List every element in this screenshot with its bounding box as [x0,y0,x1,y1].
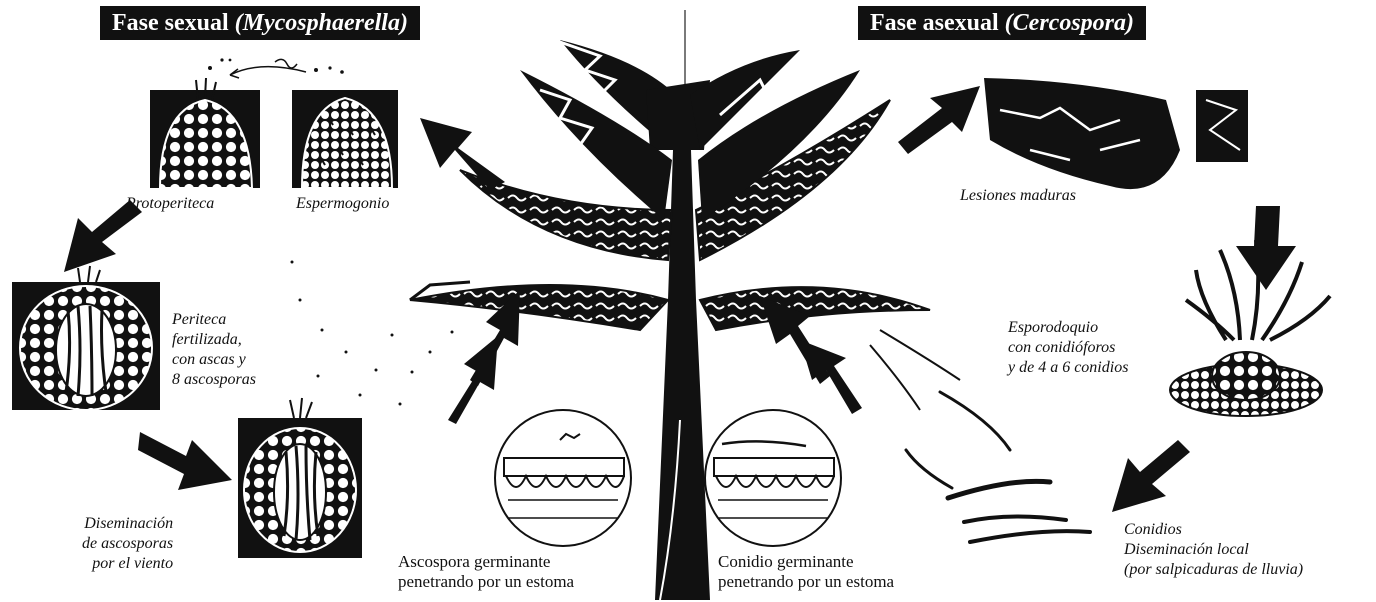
leaf-right-lower [700,287,930,330]
label-lesiones-maduras: Lesiones maduras [960,186,1076,206]
mature-lesion-leaf [984,78,1248,189]
conidia-drawing [906,392,1090,542]
label-ascospora-germinante: Ascospora germinante penetrando por un e… [398,552,574,592]
arrow-to-lesions [898,86,980,154]
label-periteca: Periteca fertilizada, con ascas y 8 asco… [172,310,256,390]
sexual-phase-title: Fase sexual (Mycosphaerella) [100,6,420,40]
arrow-to-espermogonio [420,118,505,190]
transfer-arrow [230,67,306,75]
asexual-phase-title: Fase asexual (Cercospora) [858,6,1146,40]
label-conidio-germinante: Conidio germinante penetrando por un est… [718,552,894,592]
label-esporodoquio: Esporodoquio con conidióforos y de 4 a 6… [1008,318,1128,378]
arrow-to-ascoma [138,432,232,490]
arrow-to-conidia [1112,440,1190,512]
label-conidios: Conidios Diseminación local (por salpica… [1124,520,1303,580]
label-diseminacion-ascosporas: Diseminación de ascosporas por el viento [82,514,173,574]
arrow-to-sporodochium [1236,206,1296,290]
ascospora-stoma-circle [495,410,631,546]
espermogonio-drawing [292,90,398,188]
wind-ascospores [291,261,454,406]
asexual-phase-genus: (Cercospora) [1005,10,1134,36]
sexual-phase-genus: (Mycosphaerella) [235,10,408,36]
label-espermogonio: Espermogonio [296,194,389,214]
lesion-detail [1196,90,1248,162]
protoperiteca-drawing [150,78,260,188]
conidio-stoma-circle [705,410,841,546]
label-protoperiteca: Protoperiteca [126,194,214,214]
asexual-phase-name: Fase asexual [870,10,999,36]
ascoma-release-drawing [238,398,362,558]
sexual-phase-name: Fase sexual [112,10,229,36]
periteca-drawing [12,266,160,410]
leaf-left-lower [410,285,668,330]
